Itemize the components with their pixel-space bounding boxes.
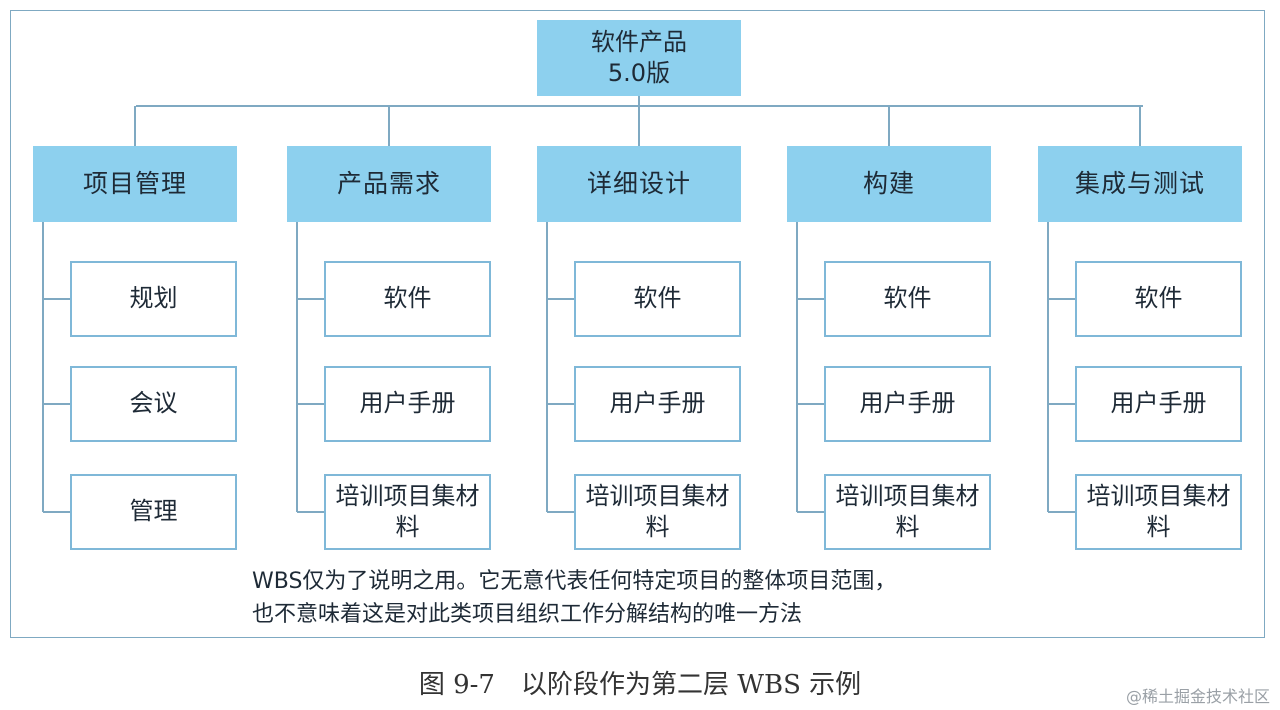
wbs-leaf-node: 用户手册 — [1075, 366, 1242, 442]
phase-node: 构建 — [787, 146, 991, 222]
wbs-leaf-node: 规划 — [70, 261, 237, 337]
note-line-1: WBS仅为了说明之用。它无意代表任何特定项目的整体项目范围， — [252, 569, 897, 594]
wbs-leaf-node: 用户手册 — [324, 366, 491, 442]
watermark: @稀土掘金技术社区 — [1125, 687, 1270, 706]
wbs-leaf-node: 会议 — [70, 366, 237, 442]
phase-node: 集成与测试 — [1038, 146, 1242, 222]
wbs-leaf-node: 培训项目集材料 — [324, 474, 491, 550]
wbs-leaf-node: 培训项目集材料 — [574, 474, 741, 550]
root-node: 软件产品 5.0版 — [537, 20, 741, 96]
wbs-leaf-node: 软件 — [574, 261, 741, 337]
phase-node: 详细设计 — [537, 146, 741, 222]
wbs-leaf-node: 软件 — [824, 261, 991, 337]
phase-node: 项目管理 — [33, 146, 237, 222]
figure-caption: 图 9-7 以阶段作为第二层 WBS 示例 — [418, 670, 862, 700]
diagram-frame — [10, 10, 1265, 638]
wbs-leaf-node: 管理 — [70, 474, 237, 550]
wbs-leaf-node: 用户手册 — [574, 366, 741, 442]
wbs-leaf-node: 培训项目集材料 — [1075, 474, 1242, 550]
root-title: 软件产品 — [591, 27, 687, 56]
wbs-leaf-node: 培训项目集材料 — [824, 474, 991, 550]
note-line-2: 也不意味着这是对此类项目组织工作分解结构的唯一方法 — [252, 602, 803, 627]
wbs-leaf-node: 软件 — [324, 261, 491, 337]
wbs-leaf-node: 软件 — [1075, 261, 1242, 337]
wbs-leaf-node: 用户手册 — [824, 366, 991, 442]
root-version: 5.0版 — [607, 59, 671, 87]
disclaimer-note: WBS仅为了说明之用。它无意代表任何特定项目的整体项目范围， 也不意味着这是对此… — [252, 565, 1252, 631]
phase-node: 产品需求 — [287, 146, 491, 222]
